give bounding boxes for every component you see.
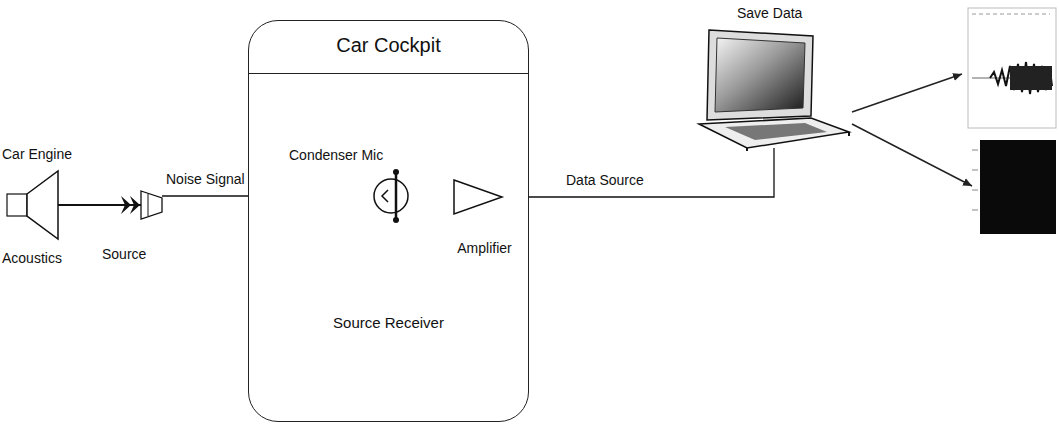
cockpit-box: Car CockpitSource Receiver Condenser MicA… xyxy=(248,20,529,422)
leader-arrows xyxy=(852,74,972,186)
spectrogram-screenshot xyxy=(972,140,1056,234)
box-caption: Source Receiver xyxy=(249,313,528,332)
amplifier-symbol xyxy=(453,179,503,215)
waveform-screenshot xyxy=(968,8,1056,128)
signal-label: Data Source xyxy=(563,171,647,189)
source-node: Source xyxy=(100,145,170,275)
signal-connector xyxy=(502,148,774,197)
component-label: Source xyxy=(102,245,146,263)
component-label: Amplifier xyxy=(439,239,530,257)
box-heading: Car Cockpit xyxy=(249,33,528,57)
signal-label: Noise Signal xyxy=(163,170,248,188)
amplifier-node: Amplifier xyxy=(439,177,530,267)
condenser-mic-symbol xyxy=(371,168,411,224)
component-label: Acoustics xyxy=(2,249,62,267)
component-label: Save Data xyxy=(737,4,802,22)
signal-connector xyxy=(58,204,141,206)
microphone-node: Condenser Mic xyxy=(289,146,424,236)
computer-node: Save Data xyxy=(695,4,855,164)
laptop-computer xyxy=(695,28,853,152)
component-label: Condenser Mic xyxy=(289,146,383,164)
heading-divider xyxy=(249,73,528,74)
component-label: Car Engine xyxy=(2,145,72,163)
engine-speaker-node: Car EngineAcoustics xyxy=(2,145,97,275)
source-transducer-symbol xyxy=(140,190,164,220)
speaker-symbol xyxy=(6,169,62,241)
